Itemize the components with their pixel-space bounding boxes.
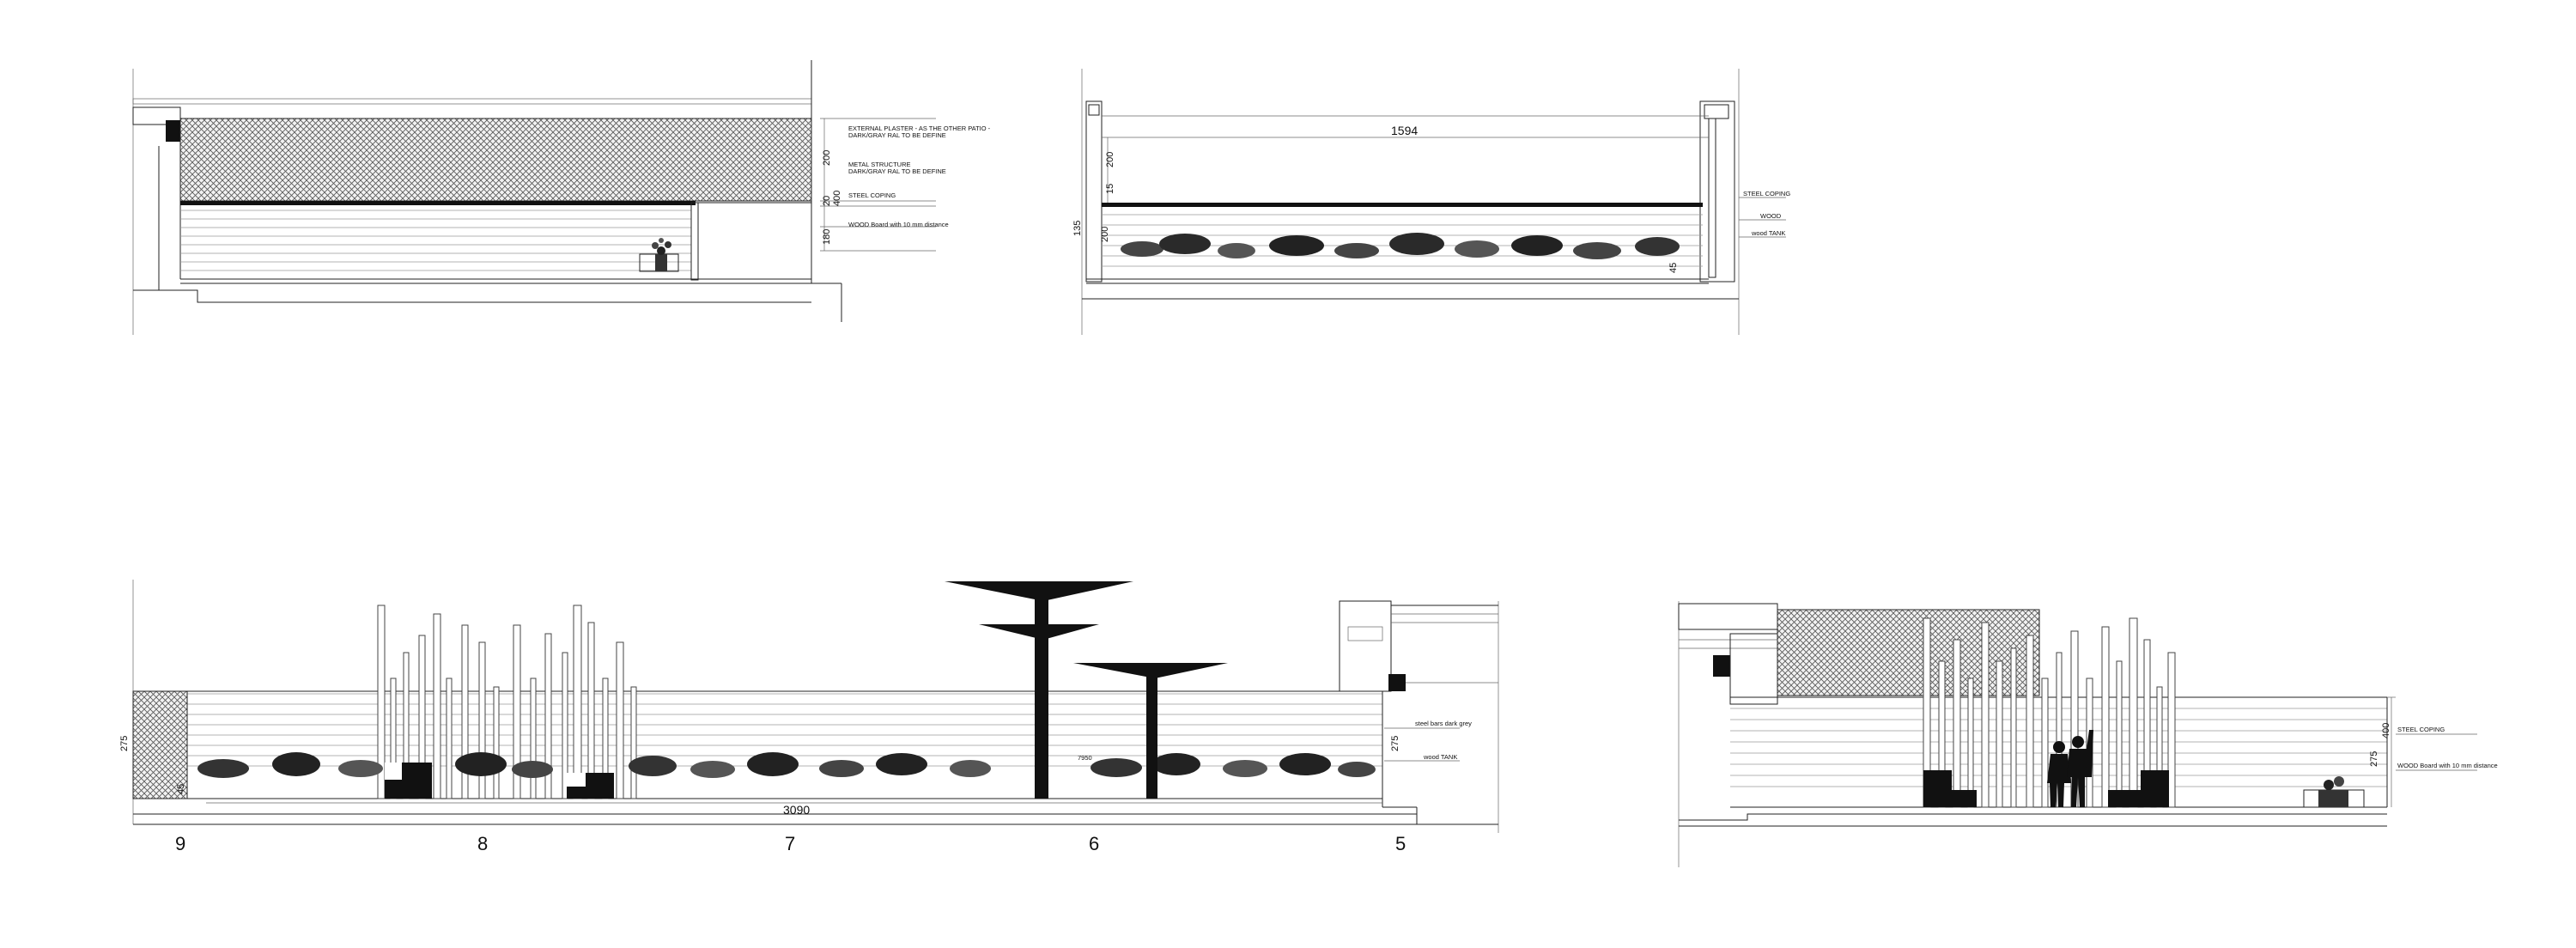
dim-20: 20 xyxy=(822,196,832,206)
section-top-left: 200 20 400 180 EXTERNAL PLASTER - AS THE… xyxy=(132,60,991,335)
dim-span-1594: 1594 xyxy=(1391,124,1418,137)
dim-height-275-right: 275 xyxy=(1390,736,1400,751)
dim-mid: 7950 xyxy=(1078,754,1092,762)
grid-marker-5: 5 xyxy=(1395,833,1406,854)
dim-height-275: 275 xyxy=(119,736,130,751)
dim-200: 200 xyxy=(822,150,832,166)
section-bottom-left: 275 45 7950 275 3090 steel bars dark gre… xyxy=(119,580,1499,854)
note-metal-line2: DARK/GRAY RAL TO BE DEFINE xyxy=(848,167,946,175)
section-bottom-right: 400 275 STEEL COPING WOOD Board with 10 … xyxy=(1678,601,2498,867)
external-plaster-hatch xyxy=(1777,609,2040,696)
dim-400: 400 xyxy=(832,191,842,206)
wall-cap-block xyxy=(166,120,180,142)
dim-200: 200 xyxy=(1105,152,1115,167)
note-steel-coping: STEEL COPING xyxy=(848,191,896,199)
dim-length-3090: 3090 xyxy=(783,803,810,817)
external-plaster-hatch xyxy=(179,118,812,202)
note-wood-board: WOOD Board with 10 mm distance xyxy=(2397,762,2498,769)
steel-bars xyxy=(377,605,637,799)
section-top-right: 1594 200 15 135 200 xyxy=(1072,69,1790,335)
dim-200b: 200 xyxy=(1100,227,1110,242)
steel-bars xyxy=(1923,617,2176,808)
wood-boards xyxy=(180,210,691,271)
note-wood-tank: wood TANK xyxy=(1751,229,1785,237)
grid-marker-8: 8 xyxy=(477,833,488,854)
note-wood: WOOD xyxy=(1760,212,1782,220)
note-steel-coping: STEEL COPING xyxy=(2397,726,2445,733)
dim-400: 400 xyxy=(2381,723,2391,738)
grid-marker-6: 6 xyxy=(1089,833,1099,854)
note-wood-tank: wood TANK xyxy=(1423,753,1457,761)
note-wood-board: WOOD Board with 10 mm distance xyxy=(848,221,949,228)
planting-strip xyxy=(1121,233,1680,259)
people-silhouettes xyxy=(2047,730,2093,807)
note-plaster-line1: EXTERNAL PLASTER - AS THE OTHER PATIO - xyxy=(848,125,991,132)
steel-coping-bar xyxy=(180,201,696,205)
dim-135: 135 xyxy=(1072,221,1083,236)
note-steel-bars: steel bars dark grey xyxy=(1415,720,1472,727)
planting-strip xyxy=(197,752,1376,778)
planter-foliage xyxy=(652,238,671,255)
dim-45: 45 xyxy=(176,784,186,794)
dim-15: 15 xyxy=(1105,184,1115,194)
steel-coping-bar xyxy=(1102,203,1703,207)
note-steel-coping: STEEL COPING xyxy=(1743,190,1790,198)
shade-structure-tall xyxy=(945,581,1133,799)
end-wall-hatch xyxy=(132,690,188,799)
dim-275: 275 xyxy=(2369,751,2379,767)
note-metal-line1: METAL STRUCTURE xyxy=(848,161,911,168)
grid-marker-7: 7 xyxy=(785,833,795,854)
bench-block xyxy=(2141,770,2169,807)
grid-marker-9: 9 xyxy=(175,833,185,854)
shade-structure-short xyxy=(1073,663,1228,799)
dim-45: 45 xyxy=(1668,263,1679,273)
note-plaster-line2: DARK/GRAY RAL TO BE DEFINE xyxy=(848,131,946,139)
dim-180: 180 xyxy=(822,229,832,245)
